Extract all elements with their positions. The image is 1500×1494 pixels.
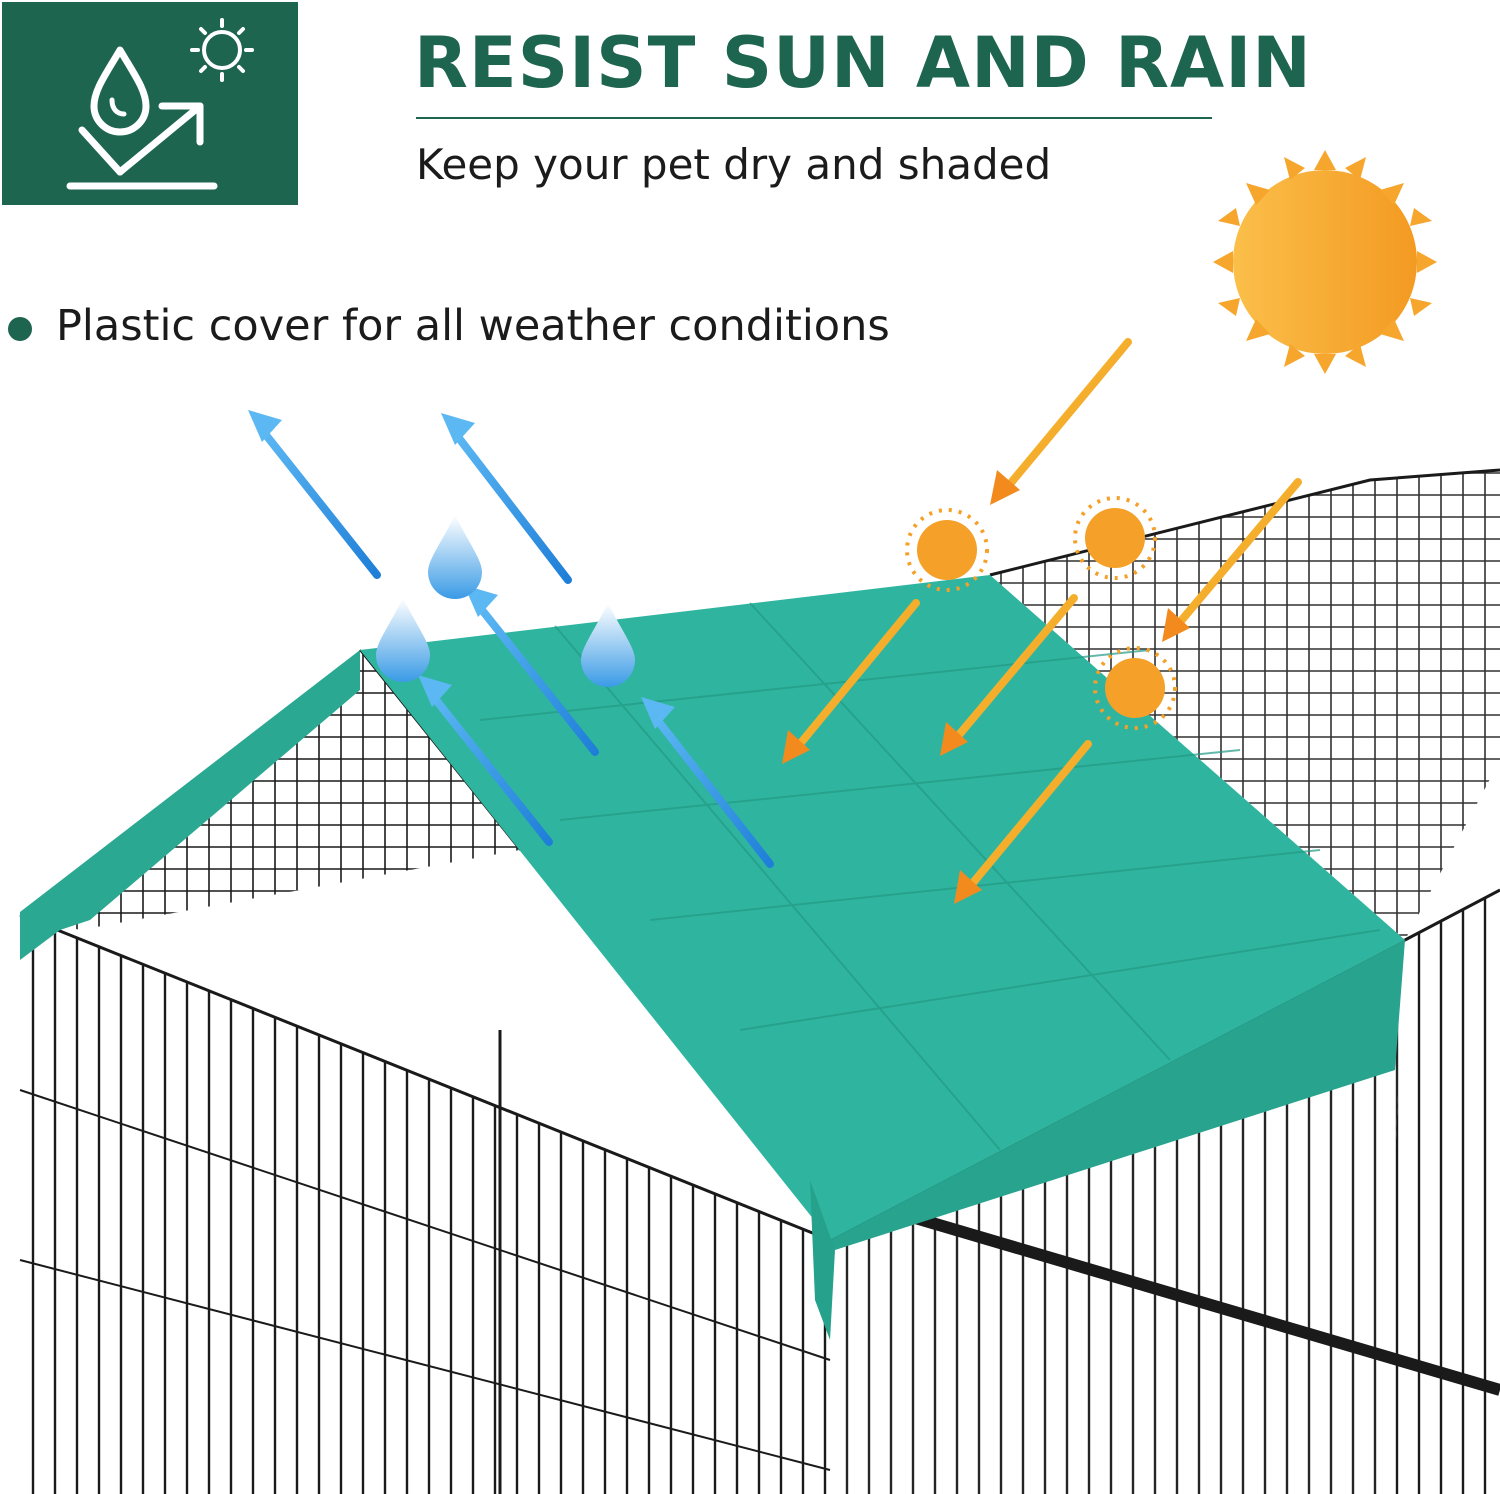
sun-icon — [190, 18, 254, 82]
sun-ray-arrows — [791, 338, 1302, 894]
weather-resist-icon — [66, 18, 254, 190]
teal-cover — [360, 575, 1405, 1340]
small-sun-icon — [905, 508, 989, 592]
headline-divider — [416, 117, 1212, 119]
water-drop-icon — [90, 46, 150, 136]
feature-bullet: Plastic cover for all weather conditions — [56, 301, 890, 351]
front-cage-wall — [19, 913, 831, 1494]
sun-ray-arrowheads — [782, 470, 1190, 904]
rain-arrowheads — [248, 410, 675, 729]
water-drop-icon — [376, 515, 635, 687]
big-sun-icon — [1213, 150, 1437, 374]
rain-deflect-arrows — [258, 426, 774, 868]
small-sun-icon — [1073, 496, 1157, 580]
headline: RESIST SUN AND RAIN — [414, 22, 1312, 104]
deflect-arrow-icon — [66, 102, 218, 190]
subheadline: Keep your pet dry and shaded — [416, 140, 1052, 189]
bullet-dot — [8, 317, 32, 341]
resist-badge — [2, 2, 298, 205]
small-sun-icon — [1093, 646, 1177, 730]
